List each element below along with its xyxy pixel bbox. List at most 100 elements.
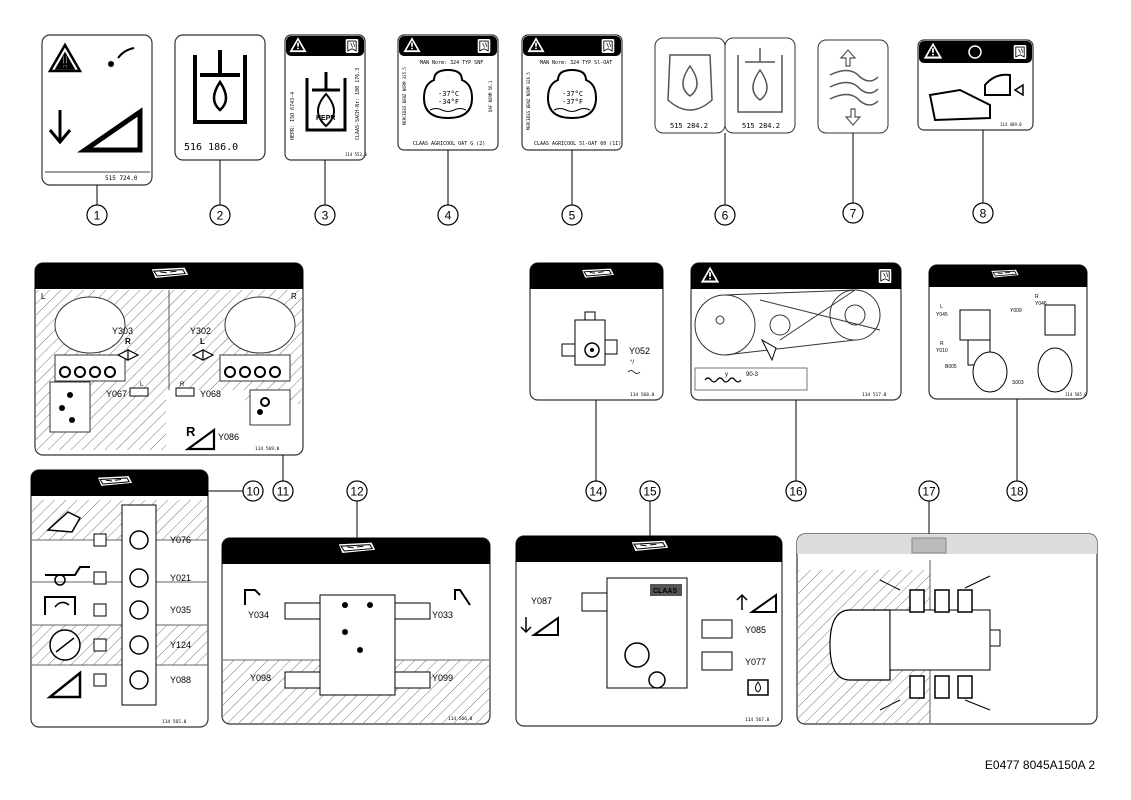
arrow-up-icon (844, 108, 862, 126)
svg-text:Y045: Y045 (936, 312, 948, 318)
svg-text:HEPR: ISO 6743-4: HEPR: ISO 6743-4 (290, 92, 296, 140)
svg-text:Y034: Y034 (248, 610, 269, 620)
svg-text:Y009: Y009 (1010, 308, 1022, 314)
svg-text:5: 5 (569, 209, 576, 223)
svg-text:2: 2 (217, 209, 224, 223)
decal-8: 114 409.0 (917, 39, 1034, 131)
part-number: 516 186.0 (184, 142, 238, 153)
callout-18: 18 (1006, 480, 1028, 502)
svg-text:R: R (180, 382, 185, 388)
svg-text:114 517.0: 114 517.0 (862, 392, 887, 398)
svg-text:DAF NORM 56.1: DAF NORM 56.1 (488, 80, 493, 112)
valve-icon (191, 349, 215, 361)
ramp-icon (530, 616, 559, 636)
arrow-up-icon (736, 593, 748, 610)
ramp-icon (46, 670, 82, 699)
decal-10: Y076 Y021 Y035 Y124 Y088 114 565.0 (30, 469, 209, 728)
svg-text:L: L (200, 337, 205, 346)
svg-text:!: ! (62, 52, 68, 72)
callout-2: 2 (209, 204, 231, 226)
callout-15: 15 (639, 480, 661, 502)
svg-text:L: L (41, 292, 46, 301)
svg-text:Y067: Y067 (106, 389, 127, 399)
svg-text:CLAAS AGRICOOL OAT G (2): CLAAS AGRICOOL OAT G (2) (413, 141, 485, 147)
svg-text:90-3: 90-3 (746, 372, 759, 378)
svg-text:Y010: Y010 (936, 348, 948, 354)
header-icon (46, 511, 82, 533)
svg-text:17: 17 (922, 485, 936, 499)
decal-16: y 90-3 114 517.0 (690, 262, 902, 401)
svg-text:-37°F: -37°F (562, 98, 583, 106)
svg-text:R: R (125, 337, 131, 346)
arrow-down-icon (839, 49, 857, 67)
ramp-icon (76, 107, 143, 153)
decal-5: MAN Norm: 324 TYP Sl-OAT -37°C -37°F CLA… (521, 34, 623, 151)
svg-text:114 553.0: 114 553.0 (345, 152, 367, 157)
callout-14: 14 (585, 480, 607, 502)
svg-text:Y124: Y124 (170, 640, 191, 650)
decal-18: Y009 R Y046 L Y045 R Y010 B005 S003 114 … (928, 264, 1088, 400)
svg-text:6: 6 (722, 209, 729, 223)
auger-icon (44, 596, 76, 615)
callout-5: 5 (561, 204, 583, 226)
svg-text:Y052: Y052 (629, 346, 650, 356)
svg-text:R: R (940, 341, 944, 347)
svg-text:Y303: Y303 (112, 326, 133, 336)
decal-2: 516 186.0 (174, 34, 266, 161)
decal-1: ! 515 724.0 (41, 34, 153, 186)
svg-text:L: L (140, 382, 144, 388)
svg-text:Y035: Y035 (170, 605, 191, 615)
svg-text:Y068: Y068 (200, 389, 221, 399)
callout-3: 3 (314, 204, 336, 226)
callout-4: 4 (437, 204, 459, 226)
svg-text:CLAAS AGRICOOL Sl-OAT 60 (1I): CLAAS AGRICOOL Sl-OAT 60 (1I) (534, 141, 621, 147)
svg-text:114 568.0: 114 568.0 (630, 392, 655, 398)
ramp-icon (184, 427, 216, 451)
svg-text:CLAAS: CLAAS (653, 588, 677, 595)
svg-text:Y086: Y086 (218, 432, 239, 442)
svg-text:3: 3 (322, 209, 329, 223)
svg-text:R: R (291, 292, 297, 301)
warning-triangle-icon (47, 42, 83, 73)
decal-7 (817, 39, 889, 134)
svg-text:Y085: Y085 (745, 625, 766, 635)
callout-17: 17 (918, 480, 940, 502)
svg-text:7: 7 (850, 207, 857, 221)
svg-text:114 569.0: 114 569.0 (255, 446, 280, 452)
svg-text:515 284.2: 515 284.2 (670, 122, 708, 130)
svg-text:R: R (186, 424, 196, 439)
decal-17 (796, 533, 1098, 725)
svg-text:L: L (940, 304, 943, 310)
svg-text:Y021: Y021 (170, 573, 191, 583)
tank-icon (928, 88, 991, 122)
svg-text:MERCEDES BENZ NORM 326.5: MERCEDES BENZ NORM 326.5 (526, 72, 531, 130)
svg-text:114 505.0: 114 505.0 (1065, 392, 1087, 397)
svg-text:Y099: Y099 (432, 673, 453, 683)
callout-16: 16 (785, 480, 807, 502)
svg-text:-37°C: -37°C (438, 90, 459, 98)
decal-3: HEPR HEPR: ISO 6743-4 CLAAS-SACH-Nr: 180… (284, 34, 367, 161)
callout-1: 1 (86, 204, 108, 226)
arrow-down-icon (520, 617, 532, 634)
reservoir-icon (193, 55, 247, 124)
svg-text:R: R (1035, 294, 1039, 300)
svg-text:Y033: Y033 (432, 610, 453, 620)
svg-text:°/: °/ (630, 360, 634, 366)
svg-text:15: 15 (643, 485, 657, 499)
callout-6: 6 (714, 204, 736, 226)
svg-text:Y302: Y302 (190, 326, 211, 336)
svg-text:10: 10 (246, 485, 260, 499)
svg-text:16: 16 (789, 485, 803, 499)
svg-text:CLAAS-SACH-Nr: 180 176.3: CLAAS-SACH-Nr: 180 176.3 (355, 68, 361, 140)
ramp-icon (748, 593, 777, 613)
drawing-reference: E0477 8045A150A 2 (984, 758, 1095, 772)
decal-11: L R Y303 R Y302 L Y067 L Y068 R R (34, 262, 304, 456)
svg-text:-34°F: -34°F (438, 98, 459, 106)
valve-icon (116, 349, 140, 361)
radiator-icon (422, 68, 474, 120)
callout-10: 10 (242, 480, 264, 502)
svg-text:1: 1 (94, 209, 101, 223)
svg-text:18: 18 (1010, 485, 1024, 499)
callout-7: 7 (842, 202, 864, 224)
